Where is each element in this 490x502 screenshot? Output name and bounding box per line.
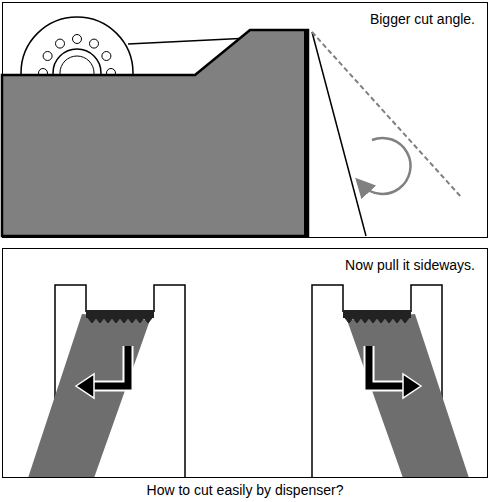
caption: How to cut easily by dispenser?	[0, 482, 490, 499]
bearing-dot	[56, 39, 65, 48]
panel-label: Now pull it sideways.	[343, 257, 477, 274]
panel-label: Bigger cut angle.	[368, 11, 477, 28]
bearing-dot	[73, 35, 82, 44]
panel-box: Bigger cut angle.	[2, 2, 488, 238]
panel-box: Now pull it sideways.	[2, 248, 488, 478]
bearing-dot	[90, 39, 99, 48]
bearing-dot	[43, 52, 52, 61]
bearing-dot	[102, 52, 111, 61]
